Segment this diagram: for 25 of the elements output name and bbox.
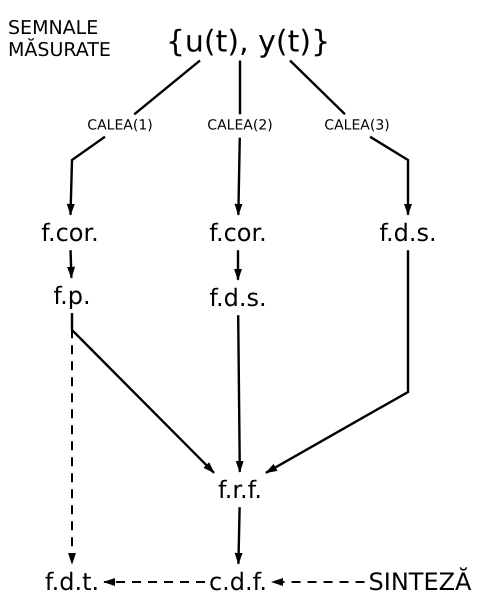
node-label: CALEA(2) [207,118,273,134]
arrow [234,138,243,216]
arrow [234,507,243,565]
arrow [236,315,244,473]
node-label: f.cor. [209,220,267,246]
arrow [271,578,365,586]
node-label: SINTEZĂ [368,568,472,596]
arrow [68,313,76,565]
arrow [67,250,76,279]
node-label: c.d.f. [208,568,268,596]
node-label: f.p. [53,282,91,310]
arrow [369,136,412,216]
arrow [103,578,205,586]
node-label: CALEA(1) [87,118,153,134]
heading-label: SEMNALE MĂSURATE [8,18,112,62]
arrow [66,136,106,216]
node-label: f.r.f. [218,476,262,504]
node-label: f.d.t. [44,568,100,596]
arrow [265,250,410,474]
arrow [234,250,242,281]
node-label: f.d.s. [209,284,267,312]
node-label: f.cor. [41,220,99,246]
node-label: f.d.s. [379,220,437,246]
node-label: CALEA(3) [324,118,390,134]
node-label: {u(t), y(t)} [166,26,330,58]
